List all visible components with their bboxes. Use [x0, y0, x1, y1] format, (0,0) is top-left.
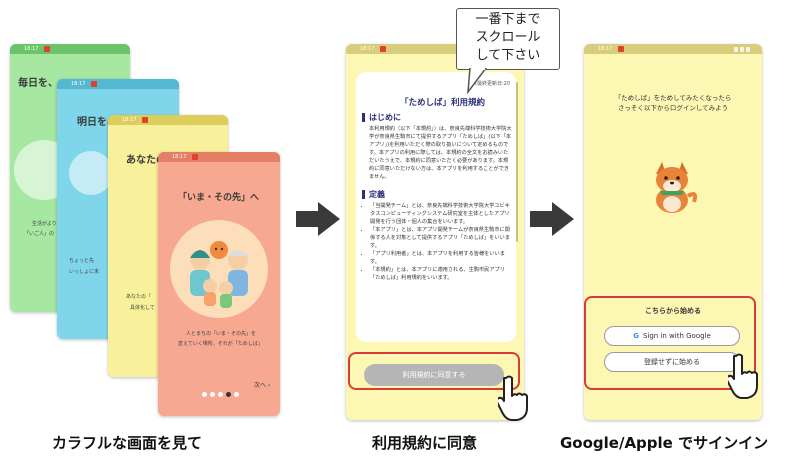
- list-item: 「本アプリ」とは、本アプリ開発チームが奈良県生駒市に関係する人を対象として提供す…: [370, 226, 512, 250]
- terms-updated-date: (最終更新日:20: [475, 81, 510, 87]
- family-illustration: [170, 220, 268, 318]
- login-message-line2: さっそく以下からログインしてみよう: [617, 104, 729, 112]
- onboarding-body-line1: 人とまちの「いま・その先」を: [186, 331, 257, 337]
- terms-card[interactable]: (最終更新日:20 「ためしば」利用規約 はじめに 本利用規約（以下「本規約」）…: [356, 72, 516, 342]
- highlight-agree-button: [348, 352, 520, 390]
- arrow-right-icon: [530, 202, 574, 236]
- highlight-login-options: [584, 296, 756, 390]
- start-heading: こちらから始める: [645, 307, 701, 315]
- arrow-right-icon: [296, 202, 340, 236]
- list-item: 「本規約」とは、本アプリに適用される、生駒市民アプリ「ためしば」利用規約をいいま…: [370, 266, 512, 282]
- onboarding-headline: 「いま・その先」へ: [178, 193, 260, 203]
- terms-screen: 18:17 (最終更新日:20 「ためしば」利用規約 はじめに 本利用規約（以下…: [346, 44, 524, 420]
- definitions-list: 「当開発チーム」とは、奈良先端科学技術大学院大学ユビキタスコンピューティングシス…: [362, 202, 512, 282]
- list-item: 「当開発チーム」とは、奈良先端科学技術大学院大学ユビキタスコンピューティングシス…: [370, 202, 512, 226]
- status-bar: 18:17: [10, 44, 130, 54]
- status-bar: 18:17: [346, 44, 524, 54]
- next-button[interactable]: 次へ ›: [254, 382, 271, 389]
- scroll-instruction-callout: 一番下まで スクロール して下さい: [456, 8, 560, 70]
- caption-step1: カラフルな画面を見て: [52, 434, 203, 452]
- list-item: 「アプリ利用者」とは、本アプリを利用する皆様をいいます。: [370, 250, 512, 266]
- status-bar: 18:17: [158, 152, 280, 162]
- login-message-line1: 「ためしば」をためしてみたくなったら: [614, 94, 732, 102]
- status-bar: 18:17: [584, 44, 762, 54]
- callout-tail: [467, 68, 487, 94]
- status-bar: 18:17: [108, 115, 228, 125]
- agree-terms-button[interactable]: 利用規約に同意する: [364, 364, 504, 386]
- hand-pointer-icon: [728, 353, 758, 399]
- page-indicator: [202, 382, 242, 401]
- caption-step2: 利用規約に同意: [372, 434, 478, 452]
- scrollbar[interactable]: [516, 82, 518, 242]
- section-heading-definitions: 定義: [362, 189, 512, 200]
- onboarding-body-line2: 変えていく場所、それが「ためしば」: [178, 341, 263, 347]
- section-heading-intro: はじめに: [362, 112, 512, 123]
- system-status-icons: [732, 46, 756, 52]
- onboarding-screen-4: 18:17 「いま・その先」へ 人とまちの「いま・その先」を 変えていく場所、そ…: [158, 152, 280, 416]
- onboarding-headline: 明日を、: [77, 117, 117, 128]
- login-screen: 18:17 「ためしば」をためしてみたくなったら さっそく以下からログインしてみ…: [584, 44, 762, 420]
- terms-title: 「ためしば」利用規約: [400, 98, 486, 108]
- people-illustration: [190, 241, 248, 308]
- status-bar: 18:17: [57, 79, 179, 89]
- onboarding-headline: あなたの: [126, 155, 166, 166]
- google-icon: G: [633, 332, 639, 340]
- shiba-dog-mascot: [656, 162, 698, 213]
- section-body-intro: 本利用規約（以下「本規約」）は、奈良先端科学技術大学院大学が奈良県生駒市にて提供…: [369, 126, 512, 180]
- caption-step3: Google/Apple でサインイン: [560, 434, 769, 452]
- hand-pointer-icon: [498, 375, 528, 421]
- onboarding-headline: 毎日を、: [18, 78, 58, 89]
